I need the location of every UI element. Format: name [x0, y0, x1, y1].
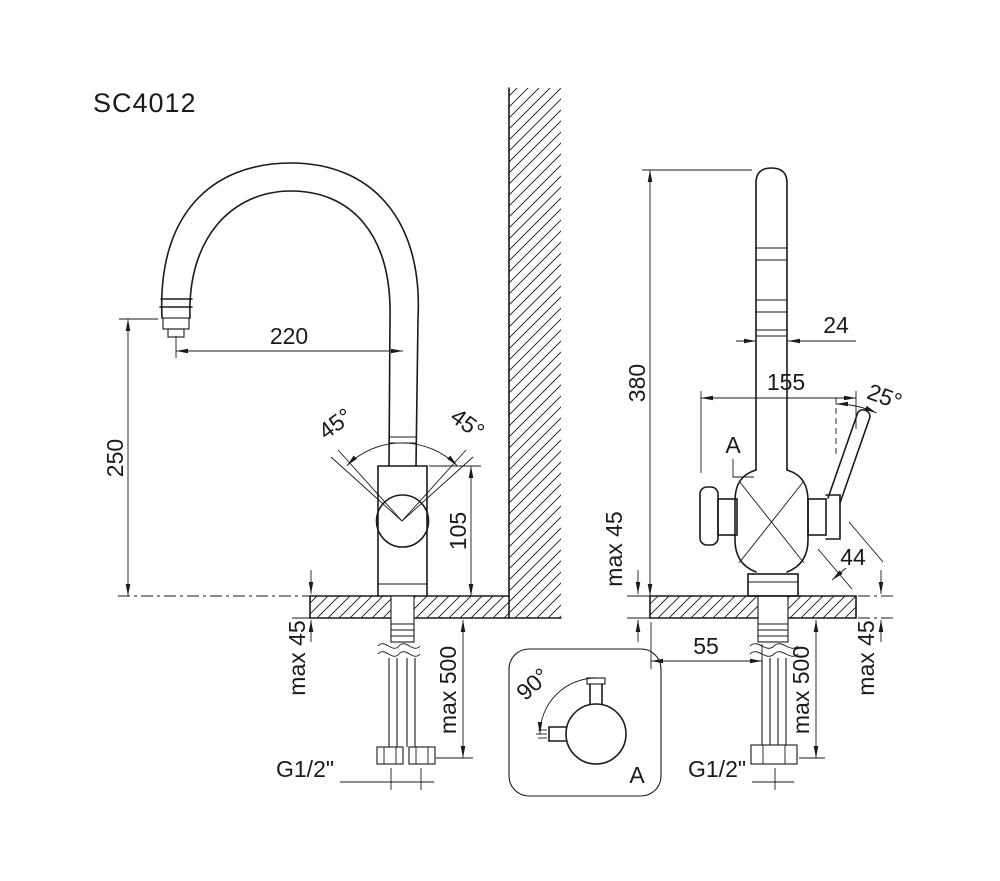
dim-total-height-label: 380 — [624, 364, 650, 402]
hose-fittings-side — [376, 746, 436, 765]
filtered-water-lever — [699, 486, 738, 546]
ball-joint — [375, 494, 430, 548]
dimensions-side-view: 220 250 105 45° 45° max 45 max 500 G1/2" — [102, 318, 489, 790]
dim-height-label: 250 — [102, 439, 128, 477]
valve-body-side — [375, 465, 430, 597]
dim-deck-max-side-label: max 45 — [284, 620, 310, 695]
supply-hoses-front — [761, 658, 787, 745]
detail-border — [508, 648, 662, 797]
dim-handle-width-label: 44 — [840, 544, 866, 570]
gooseneck-spout — [159, 162, 420, 467]
mounting-shank-front — [757, 595, 789, 643]
dim-deck-max-left-label: max 45 — [601, 511, 627, 586]
riser-tube — [755, 167, 788, 471]
dim-handle-angle-label: 25° — [864, 378, 906, 414]
wall-section — [508, 87, 561, 619]
dim-swivel-right-label: 45° — [446, 403, 489, 444]
countertop-front-view — [649, 595, 857, 619]
dim-hose-max-front-label: max 500 — [788, 646, 814, 734]
detail-body-top-view — [565, 703, 627, 765]
model-label: SC4012 — [93, 88, 197, 118]
faucet-front-view — [699, 167, 871, 765]
hose-fitting-front — [750, 744, 798, 765]
detail-view-a: 90° A — [508, 648, 662, 797]
mixer-body-front — [734, 469, 809, 597]
swivel-angle-graphics — [330, 442, 474, 522]
dim-top-diameter-label: 24 — [823, 312, 849, 338]
spout-aerator — [162, 317, 190, 330]
dimensions-front-view: 380 24 155 25° A 44 max 45 55 — [601, 169, 906, 790]
dim-swivel-left-label: 45° — [314, 403, 357, 444]
thread-front-label: G1/2" — [688, 756, 746, 782]
mounting-shank-side — [390, 595, 415, 643]
dim-hose-max-side-label: max 500 — [435, 646, 461, 734]
hose-break-symbol-front — [749, 643, 799, 649]
thread-side-label: G1/2" — [276, 756, 334, 782]
detail-label: A — [629, 762, 645, 788]
dim-offset-label: 55 — [693, 633, 719, 659]
hose-break-symbol — [377, 643, 421, 649]
dim-deck-max-right-label: max 45 — [853, 620, 879, 695]
base-flange — [747, 573, 799, 597]
dim-body-height-label: 105 — [445, 512, 471, 550]
detail-mark-label: A — [725, 432, 741, 458]
dim-rotation-label: 90° — [511, 663, 554, 706]
faucet-side-view — [159, 162, 436, 765]
dim-width-label: 155 — [767, 369, 805, 395]
supply-hoses-side — [388, 658, 416, 747]
dim-reach-label: 220 — [270, 323, 308, 349]
mixer-lever — [807, 409, 871, 540]
